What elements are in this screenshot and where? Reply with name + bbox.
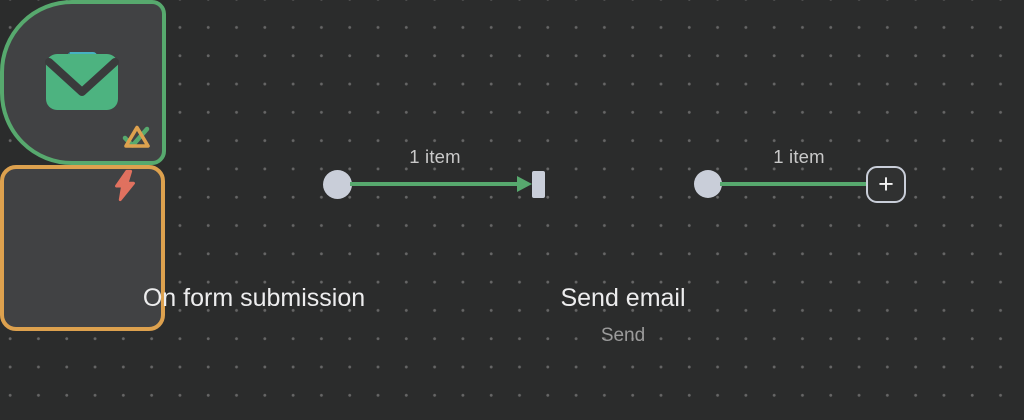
node-subtitle-send: Send [600,325,646,346]
node-title-on-form-submission: On form submission [142,284,366,312]
connection-items-label: 1 item [773,146,825,167]
add-node-button[interactable]: + [866,166,906,203]
node-title-send-email: Send email [560,284,686,312]
input-connector-email-node[interactable] [532,171,545,198]
trigger-lightning-icon [115,169,135,202]
warning-triangle-icon [124,125,150,148]
envelope-icon [45,54,119,110]
connection-form-to-email[interactable] [350,182,518,186]
output-connector-form-node[interactable] [323,170,352,199]
connection-arrowhead [517,176,532,192]
connection-items-label: 1 item [409,146,461,167]
node-send-email[interactable] [0,54,165,331]
output-connector-email-node[interactable] [694,170,722,198]
connection-email-to-next[interactable] [720,182,867,186]
